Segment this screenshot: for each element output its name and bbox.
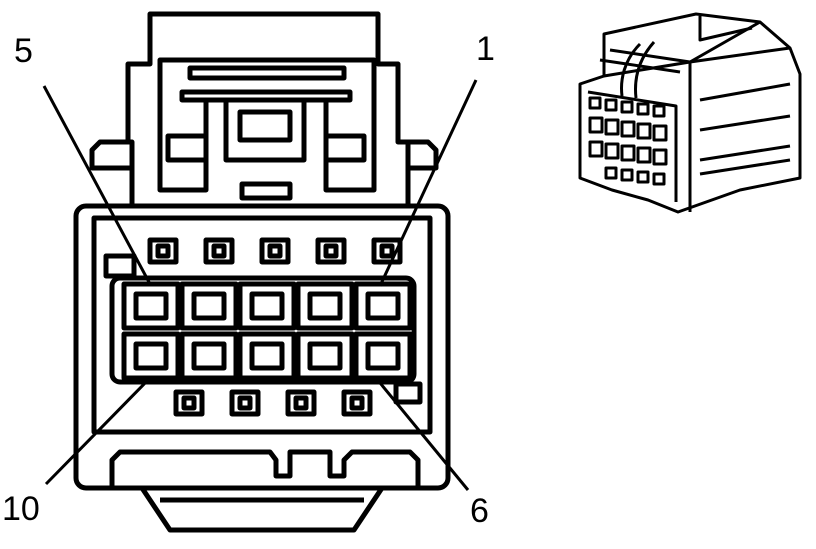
pin-label-6: 6 [470, 492, 489, 530]
pin-label-10: 10 [2, 490, 40, 528]
leader-6 [374, 377, 470, 491]
iso-cavities [588, 96, 668, 186]
upper-tabs [103, 237, 403, 279]
cavity-row-bottom [121, 331, 413, 381]
latch-window-inner [237, 109, 293, 143]
latch-notch [239, 181, 293, 201]
pin-label-1: 1 [476, 30, 495, 68]
connector-body [73, 203, 451, 491]
latch-side-left [165, 133, 209, 163]
leader-lines [42, 79, 478, 491]
latch-slot-1 [187, 65, 347, 81]
ear-left [89, 139, 132, 171]
ear-right [408, 139, 439, 171]
leader-5 [42, 85, 152, 285]
cavity-block [109, 275, 417, 385]
bottom-lip [109, 449, 421, 488]
connector-iso-view [578, 12, 802, 214]
pin-label-5: 5 [14, 32, 33, 70]
leader-1 [378, 79, 478, 287]
latch-window [223, 97, 307, 163]
latch-side-right [323, 133, 367, 163]
leader-10 [44, 376, 152, 486]
cavity-row-top [121, 281, 413, 331]
lower-tabs [173, 381, 423, 417]
bottom-skirt [139, 486, 385, 533]
